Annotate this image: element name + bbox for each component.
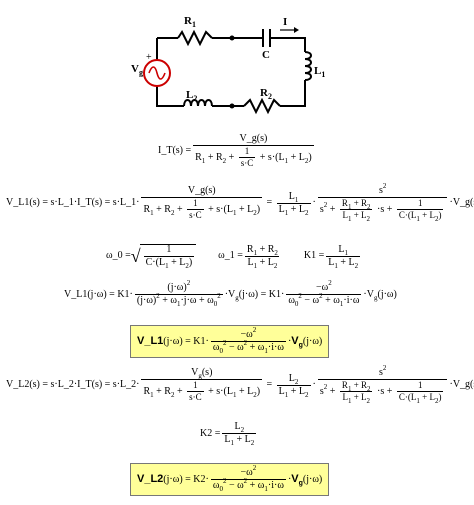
sine-icon — [148, 66, 166, 80]
node-top — [229, 35, 235, 41]
eq-vl1-boxed: V_L1 (j·ω) = K1· −ω2 ω02 − ω2 + ω1·i·ω ·… — [130, 325, 330, 358]
k1-lhs: K1 = — [303, 250, 325, 261]
label-l2: L2 — [186, 89, 197, 103]
k1-frac: L1 L1 + L2 — [326, 243, 361, 270]
label-vg: Vg — [131, 63, 143, 77]
capacitor-c — [262, 29, 271, 47]
node-bottom — [229, 103, 235, 109]
k2-lhs: K2 = — [200, 427, 221, 439]
eq-vl1-jw-lhs: V_L1(j·ω) = K1· — [64, 288, 133, 300]
eq-vl1-lhs: V_L1(s) = s·L_1·I_T(s) = s·L_1· — [6, 197, 140, 208]
voltage-source — [143, 59, 171, 87]
eq-vl2-boxed: V_L2 (j·ω) = K2· −ω2 ω02 − ω2 + ω1·i·ω ·… — [130, 463, 330, 496]
eq-vl1-jw: V_L1(j·ω) = K1· (j·ω)2 (j·ω)2 + ω1·j·ω +… — [64, 279, 397, 308]
omega1-lhs: ω_1 = — [218, 250, 243, 261]
eq-it-lhs: I_T(s) = — [158, 145, 192, 156]
inductor-l1 — [304, 51, 312, 81]
label-r2: R2 — [260, 87, 272, 101]
eq-k2: K2 = L2 L1 + L2 — [200, 421, 257, 447]
eq-vl2-tail: ·V_g(s) — [449, 379, 474, 390]
label-plus: + — [146, 52, 152, 63]
eq-vl2: V_L2(s) = s·L_2·I_T(s) = s·L_2· Vg(s) R1… — [6, 365, 474, 405]
eq-vl2-boxed-lhs: V_L2 — [137, 473, 164, 485]
label-c: C — [262, 49, 270, 61]
eq-vl1-k-frac: L1 L1 + L2 — [276, 190, 311, 217]
omega1-frac: R1 + R2 L1 + L2 — [245, 243, 280, 270]
eq-vl1-num: V_g(s) — [187, 185, 216, 196]
eq-it-num: V_g(s) — [239, 133, 268, 144]
omega0-lhs: ω_0 = — [106, 250, 131, 261]
wire-top-right — [270, 37, 306, 52]
label-i: I — [283, 16, 287, 28]
label-l1: L1 — [314, 65, 325, 79]
label-r1: R1 — [184, 15, 196, 29]
resistor-r2 — [243, 97, 281, 115]
eq-vl2-lhs: V_L2(s) = s·L_2·I_T(s) = s·L_2· — [6, 379, 140, 390]
circuit-diagram: R1 C I L1 L2 R2 Vg + — [131, 15, 325, 115]
eq-vl1: V_L1(s) = s·L_1·I_T(s) = s·L_1· V_g(s) R… — [6, 183, 474, 223]
eq-vl1-tail: ·V_g(s) — [449, 197, 474, 208]
inductor-l2 — [183, 99, 213, 107]
resistor-r1 — [177, 29, 213, 47]
eq-vl1-boxed-lhs: V_L1 — [137, 335, 164, 347]
